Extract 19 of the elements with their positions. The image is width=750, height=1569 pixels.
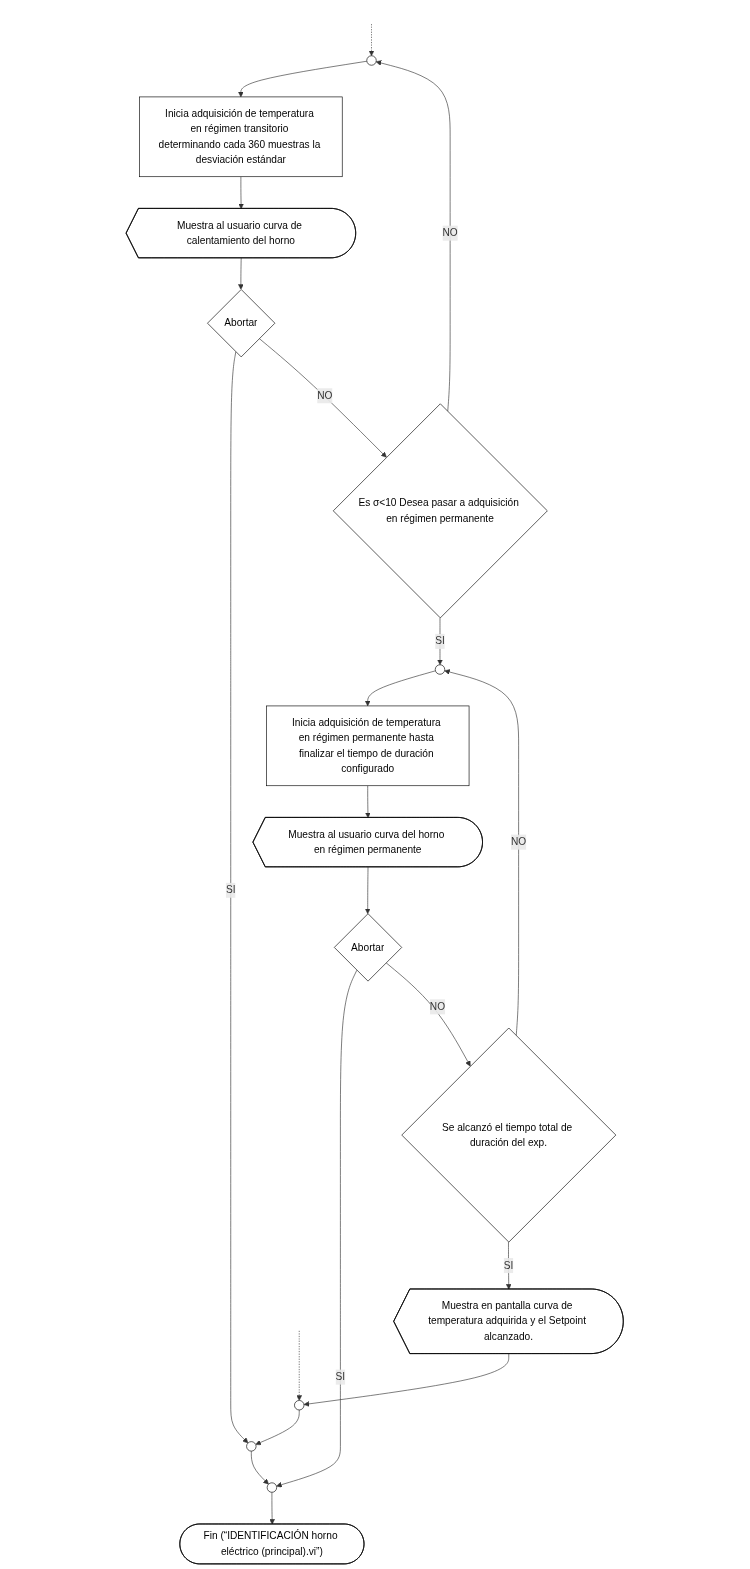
node-circle — [267, 1482, 278, 1493]
edge-label: SI — [335, 1371, 346, 1383]
node-circle — [246, 1441, 257, 1452]
node-circle — [366, 55, 377, 66]
node-box: Inicia adquisición de temperatura en régimen transitorio determinando cada 360 muestras la desviación estándar — [139, 96, 343, 178]
edge-label: SI — [504, 1259, 514, 1271]
node-diamond: Abortar — [334, 913, 403, 982]
edge-label: SI — [435, 635, 446, 647]
edge-label: NO — [442, 227, 459, 239]
node-diamond: Se alcanzó el tiempo total de duración del exp. — [401, 1027, 617, 1243]
edge-label: NO — [317, 390, 333, 401]
edge-label: NO — [511, 836, 527, 848]
edge-label: SI — [226, 884, 236, 896]
node-diamond: Abortar — [207, 289, 276, 358]
node-circle — [294, 1400, 305, 1411]
node-circle — [435, 664, 446, 675]
edge-label: NO — [430, 1001, 446, 1012]
node-box: Inicia adquisición de temperatura en régimen permanente hasta finalizar el tiempo de duración configurado — [266, 705, 470, 787]
node-diamond: Es σ<10 Desea pasar a adquisición en régimen permanente — [333, 403, 548, 619]
